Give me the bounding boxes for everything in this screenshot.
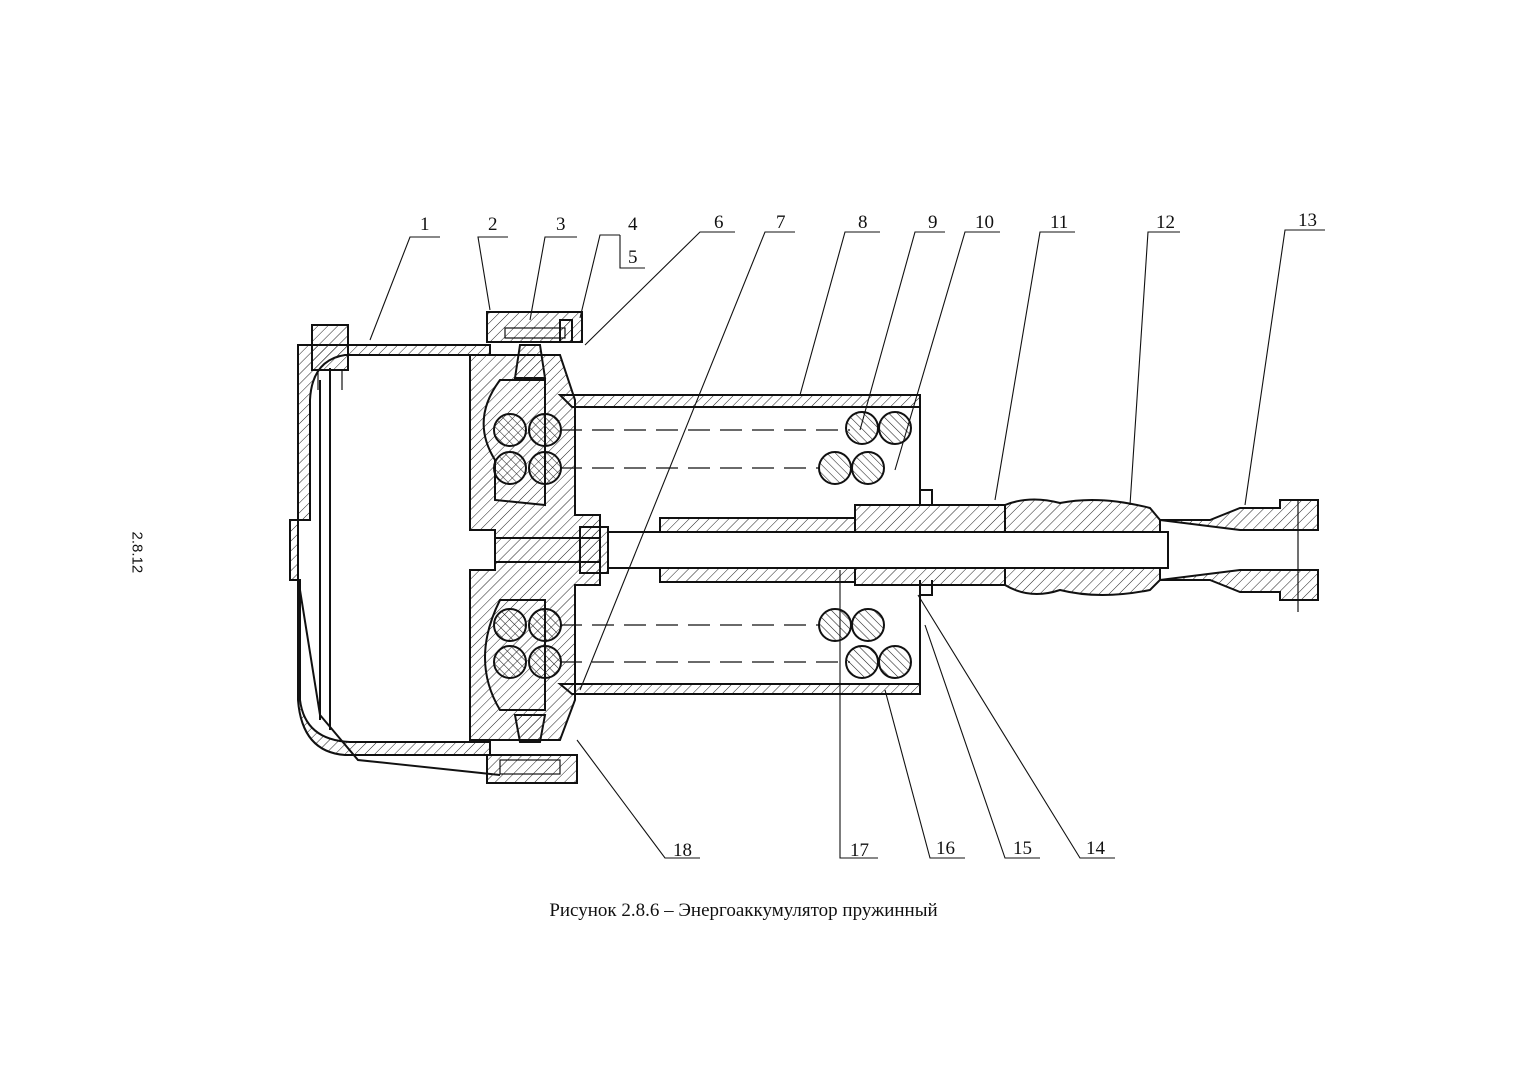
fork-clevis bbox=[1159, 499, 1319, 612]
callout-7: 7 bbox=[776, 212, 786, 233]
callout-5: 5 bbox=[628, 247, 638, 268]
figure-caption: Рисунок 2.8.6 – Энергоаккумулятор пружин… bbox=[549, 900, 938, 921]
piston bbox=[469, 354, 601, 741]
callout-15: 15 bbox=[1013, 838, 1032, 859]
threaded-extension bbox=[1004, 498, 1161, 596]
callout-17: 17 bbox=[850, 840, 869, 861]
callout-2: 2 bbox=[488, 214, 498, 235]
callout-10: 10 bbox=[975, 212, 994, 233]
callout-8: 8 bbox=[858, 212, 868, 233]
push-rod bbox=[495, 489, 1169, 596]
callout-16: 16 bbox=[936, 838, 955, 859]
leader-lines bbox=[369, 229, 1325, 859]
spring-coils bbox=[493, 411, 912, 679]
callout-labels: 1 2 3 4 5 6 7 8 9 10 11 12 13 14 15 16 1… bbox=[420, 210, 1317, 861]
cover-housing bbox=[289, 324, 501, 776]
callout-4: 4 bbox=[628, 214, 638, 235]
cylinder bbox=[557, 394, 921, 695]
callout-13: 13 bbox=[1298, 210, 1317, 231]
callout-11: 11 bbox=[1050, 212, 1068, 233]
callout-9: 9 bbox=[928, 212, 938, 233]
callout-6: 6 bbox=[714, 212, 724, 233]
callout-14: 14 bbox=[1086, 838, 1106, 859]
callout-18: 18 bbox=[673, 840, 692, 861]
callout-3: 3 bbox=[556, 214, 566, 235]
callout-12: 12 bbox=[1156, 212, 1175, 233]
callout-1: 1 bbox=[420, 214, 430, 235]
